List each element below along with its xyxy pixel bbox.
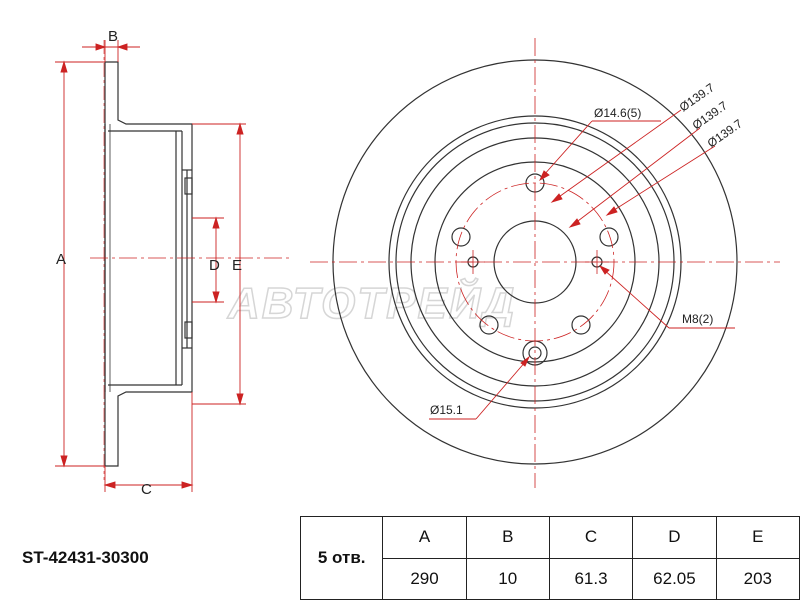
bolt-hole-2 [599, 227, 619, 247]
spec-value-b: 10 [465, 557, 550, 600]
bolt-hole-4 [479, 315, 499, 335]
side-dimensions [55, 40, 246, 492]
spec-value-row: 290 10 61.3 62.05 203 [301, 557, 800, 600]
part-number: ST-42431-30300 [22, 548, 149, 567]
holes-count: 5 отв. [299, 516, 384, 600]
bolt-hole-5 [451, 227, 471, 247]
callout-leaders [429, 109, 735, 420]
side-bolt-hole-lower [184, 321, 193, 339]
spec-value-a: 290 [382, 557, 467, 600]
technical-drawing: АВТОТРЕЙД [55, 28, 780, 498]
spec-header-a: A [382, 516, 467, 559]
dim-label-b: B [108, 28, 118, 45]
spec-value-c: 61.3 [548, 557, 634, 600]
dim-label-d: D [209, 257, 220, 274]
dim-label-a: A [56, 251, 66, 268]
spec-header-b: B [465, 516, 550, 559]
spec-value-e: 203 [715, 557, 800, 600]
callout-thread: M8(2) [682, 312, 713, 326]
spec-table: 5 отв. A B C D E 290 10 61.3 62.05 203 [299, 516, 800, 600]
spec-header-e: E [715, 516, 800, 559]
side-bolt-hole-upper [184, 177, 193, 195]
bolt-hole-3 [571, 315, 591, 335]
front-centerlines [310, 38, 780, 488]
callout-hole-diameter: Ø14.6(5) [594, 106, 641, 120]
dim-label-e: E [232, 257, 242, 274]
spec-header-c: C [548, 516, 634, 559]
spec-header-d: D [632, 516, 717, 559]
spec-header-row: 5 отв. A B C D E [299, 516, 800, 600]
side-view [104, 61, 193, 467]
spec-value-d: 62.05 [632, 557, 717, 600]
side-profile-outline [104, 61, 193, 467]
callout-center-diameter: Ø15.1 [430, 403, 463, 417]
watermark: АВТОТРЕЙД [227, 277, 516, 328]
dim-label-c: C [141, 481, 152, 498]
